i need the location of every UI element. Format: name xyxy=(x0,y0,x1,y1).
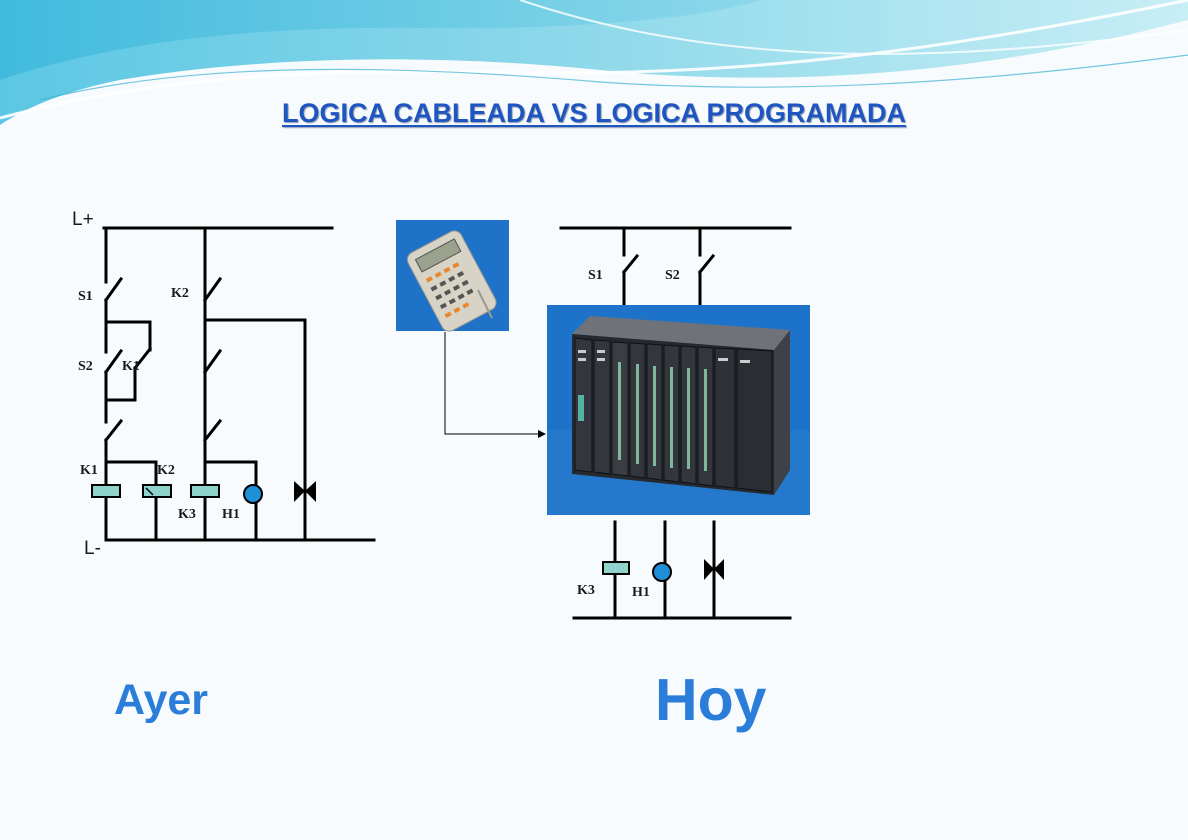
coil-k2 xyxy=(142,484,172,498)
coil-k3-plc xyxy=(602,561,630,575)
label-s1: S1 xyxy=(78,289,93,304)
contact-k2-nc xyxy=(103,418,124,443)
switch-s1 xyxy=(103,276,124,303)
valve-right xyxy=(305,481,316,502)
label-k3-plc: K3 xyxy=(577,583,595,598)
label-h1-plc: H1 xyxy=(632,585,650,600)
label-k1-coil: K1 xyxy=(80,463,98,478)
label-k1-contact: K1 xyxy=(122,359,140,374)
label-rail-positive: L+ xyxy=(72,209,94,230)
label-h1-lamp: H1 xyxy=(222,507,240,522)
label-s2: S2 xyxy=(78,359,93,374)
contact-k1 xyxy=(132,346,153,371)
label-rail-negative: L- xyxy=(84,538,101,559)
plc-rack-image xyxy=(547,305,810,515)
lamp-h1 xyxy=(243,484,263,504)
label-s2-plc: S2 xyxy=(665,268,680,283)
switch-s2-plc xyxy=(697,253,716,275)
label-k2-coil: K2 xyxy=(157,463,175,478)
lamp-h1-plc xyxy=(652,562,672,582)
label-k3-coil: K3 xyxy=(178,507,196,522)
page-title: LOGICA CABLEADA VS LOGICA PROGRAMADA xyxy=(282,98,906,128)
label-k2-contact: K2 xyxy=(171,286,189,301)
valve-left xyxy=(294,481,305,502)
switch-s1-plc xyxy=(621,253,640,275)
caption-ayer: Ayer xyxy=(114,676,209,724)
connector-line xyxy=(444,332,540,435)
arrow-head xyxy=(538,430,546,438)
coil-k3 xyxy=(190,484,220,498)
caption-hoy: Hoy xyxy=(655,667,767,733)
switch-s2 xyxy=(103,348,124,375)
coil-k1 xyxy=(91,484,121,498)
label-s1-plc: S1 xyxy=(588,268,603,283)
programming-console-image xyxy=(396,220,509,332)
contact-k2-top xyxy=(202,276,223,303)
